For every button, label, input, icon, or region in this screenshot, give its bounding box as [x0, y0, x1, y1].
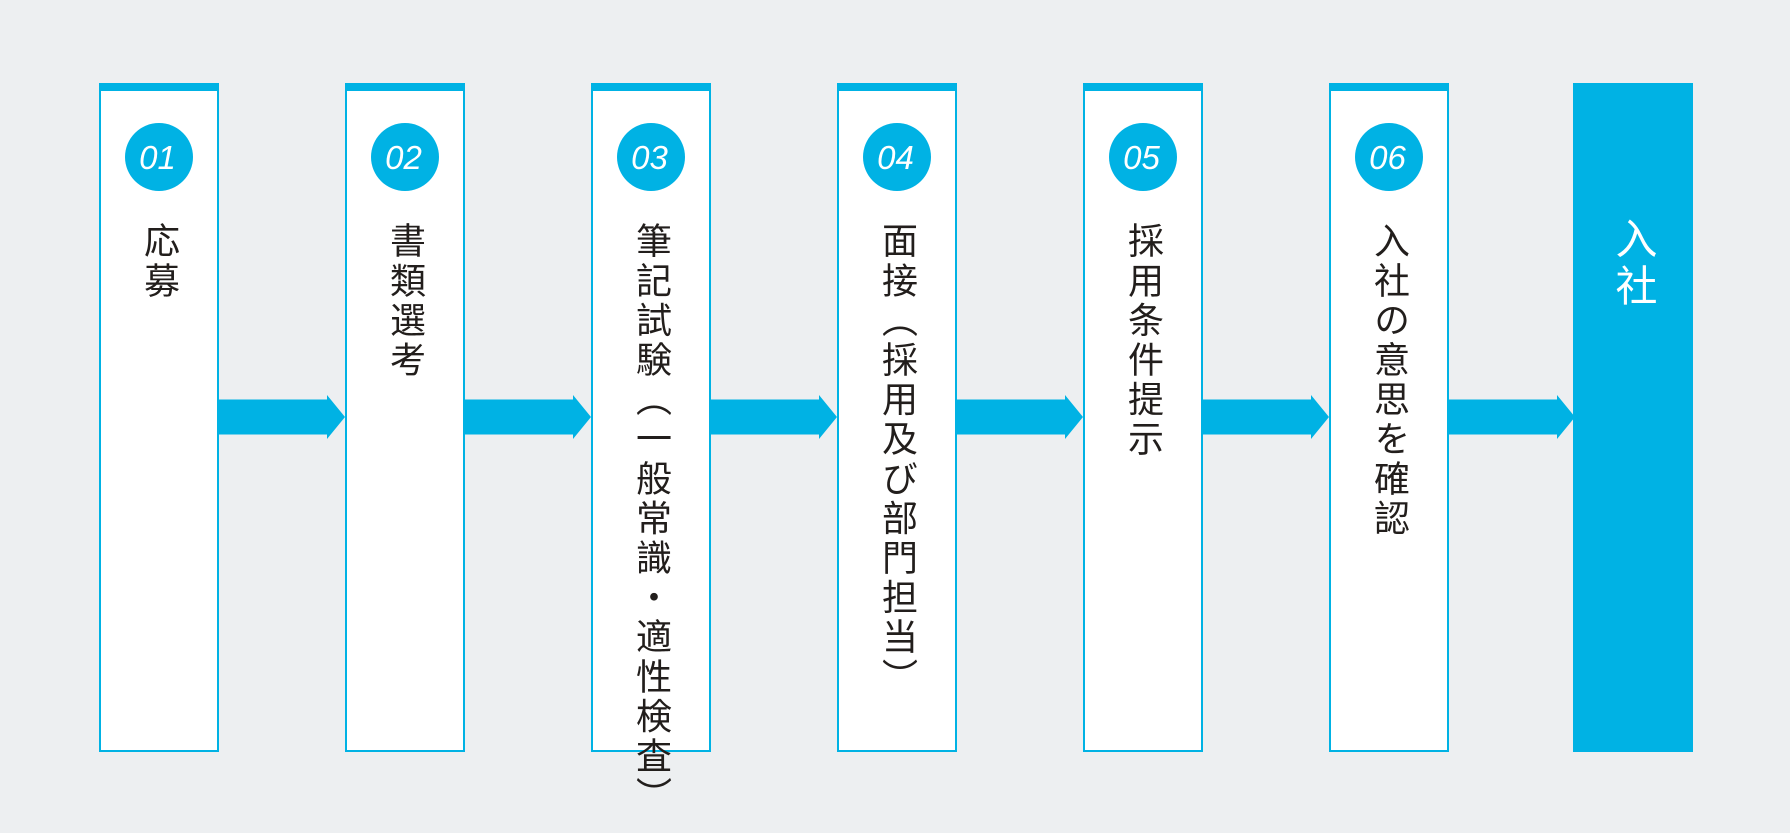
flow-arrow-icon [219, 395, 345, 439]
step-number: 05 [1123, 138, 1160, 176]
flow-arrow-icon [957, 395, 1083, 439]
step-number-badge: 03 [617, 123, 685, 191]
step-number-badge: 04 [863, 123, 931, 191]
step-number: 06 [1369, 138, 1406, 176]
step-label: 面接（採用及び部門担当） [877, 222, 918, 698]
step-label: 入社の意思を確認 [1369, 222, 1410, 539]
flow-arrow-icon [711, 395, 837, 439]
step-number-badge: 05 [1109, 123, 1177, 191]
step-number: 01 [139, 138, 176, 176]
flow-arrow-icon [1203, 395, 1329, 439]
step-number-badge: 02 [371, 123, 439, 191]
step-card-3: 03 筆記試験（一般常識・適性検査） [591, 83, 711, 816]
step-number-badge: 06 [1355, 123, 1423, 191]
step-number-badge: 01 [125, 123, 193, 191]
step-number: 02 [385, 138, 422, 176]
step-card-6: 06 入社の意思を確認 [1329, 83, 1449, 752]
flow-arrow-icon [465, 395, 591, 439]
step-label: 応募 [139, 222, 180, 302]
step-card-1: 01 応募 [99, 83, 219, 752]
flow-arrow-icon [1449, 395, 1575, 439]
final-step-label: 入社 [1610, 217, 1657, 312]
step-card-2: 02 書類選考 [345, 83, 465, 752]
step-number: 03 [631, 138, 668, 176]
step-label: 筆記試験（一般常識・適性検査） [631, 222, 672, 816]
step-card-4: 04 面接（採用及び部門担当） [837, 83, 957, 752]
step-label: 書類選考 [385, 222, 426, 381]
step-card-5: 05 採用条件提示 [1083, 83, 1203, 752]
step-label: 採用条件提示 [1123, 222, 1164, 460]
step-number: 04 [877, 138, 914, 176]
final-step-joining: 入社 [1573, 83, 1693, 752]
